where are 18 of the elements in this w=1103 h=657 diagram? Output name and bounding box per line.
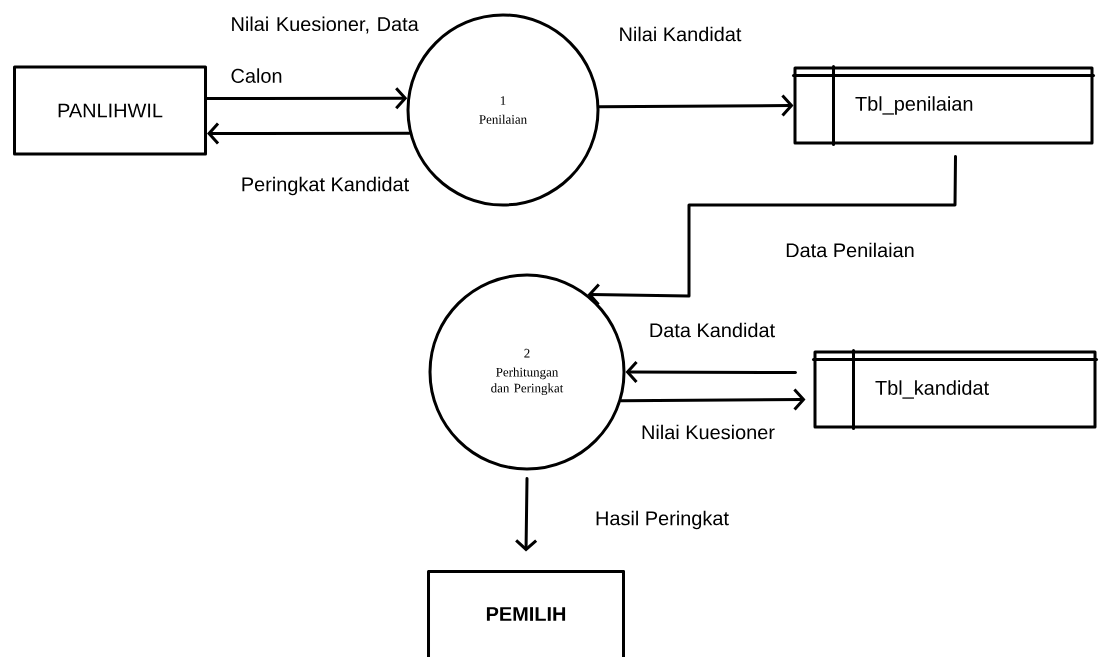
edge-label: Data Kandidat: [650, 322, 775, 338]
edge-label: Nilai Kuesioner, Data Calon: [231, 16, 419, 83]
entity-box: PANLIHWIL: [13, 65, 207, 156]
edge-label: Peringkat Kandidat: [242, 176, 409, 196]
arrow: [625, 361, 797, 384]
arrow: [619, 388, 806, 411]
edge-label: Nilai Kandidat: [620, 26, 742, 42]
data-store: Tbl_kandidat: [812, 349, 1098, 430]
edge-label: Nilai Kuesioner: [642, 424, 775, 440]
entity-box: PEMILIH: [427, 570, 625, 657]
arrow: [597, 94, 794, 117]
data-store: Tbl_penilaian: [792, 65, 1095, 146]
arrow: [205, 87, 408, 110]
edge-label: Hasil Peringkat: [596, 510, 729, 530]
arrow: [207, 122, 411, 145]
arrow: [587, 155, 957, 306]
arrow: [515, 477, 538, 552]
edge-label: Data Penilaian: [786, 242, 914, 258]
